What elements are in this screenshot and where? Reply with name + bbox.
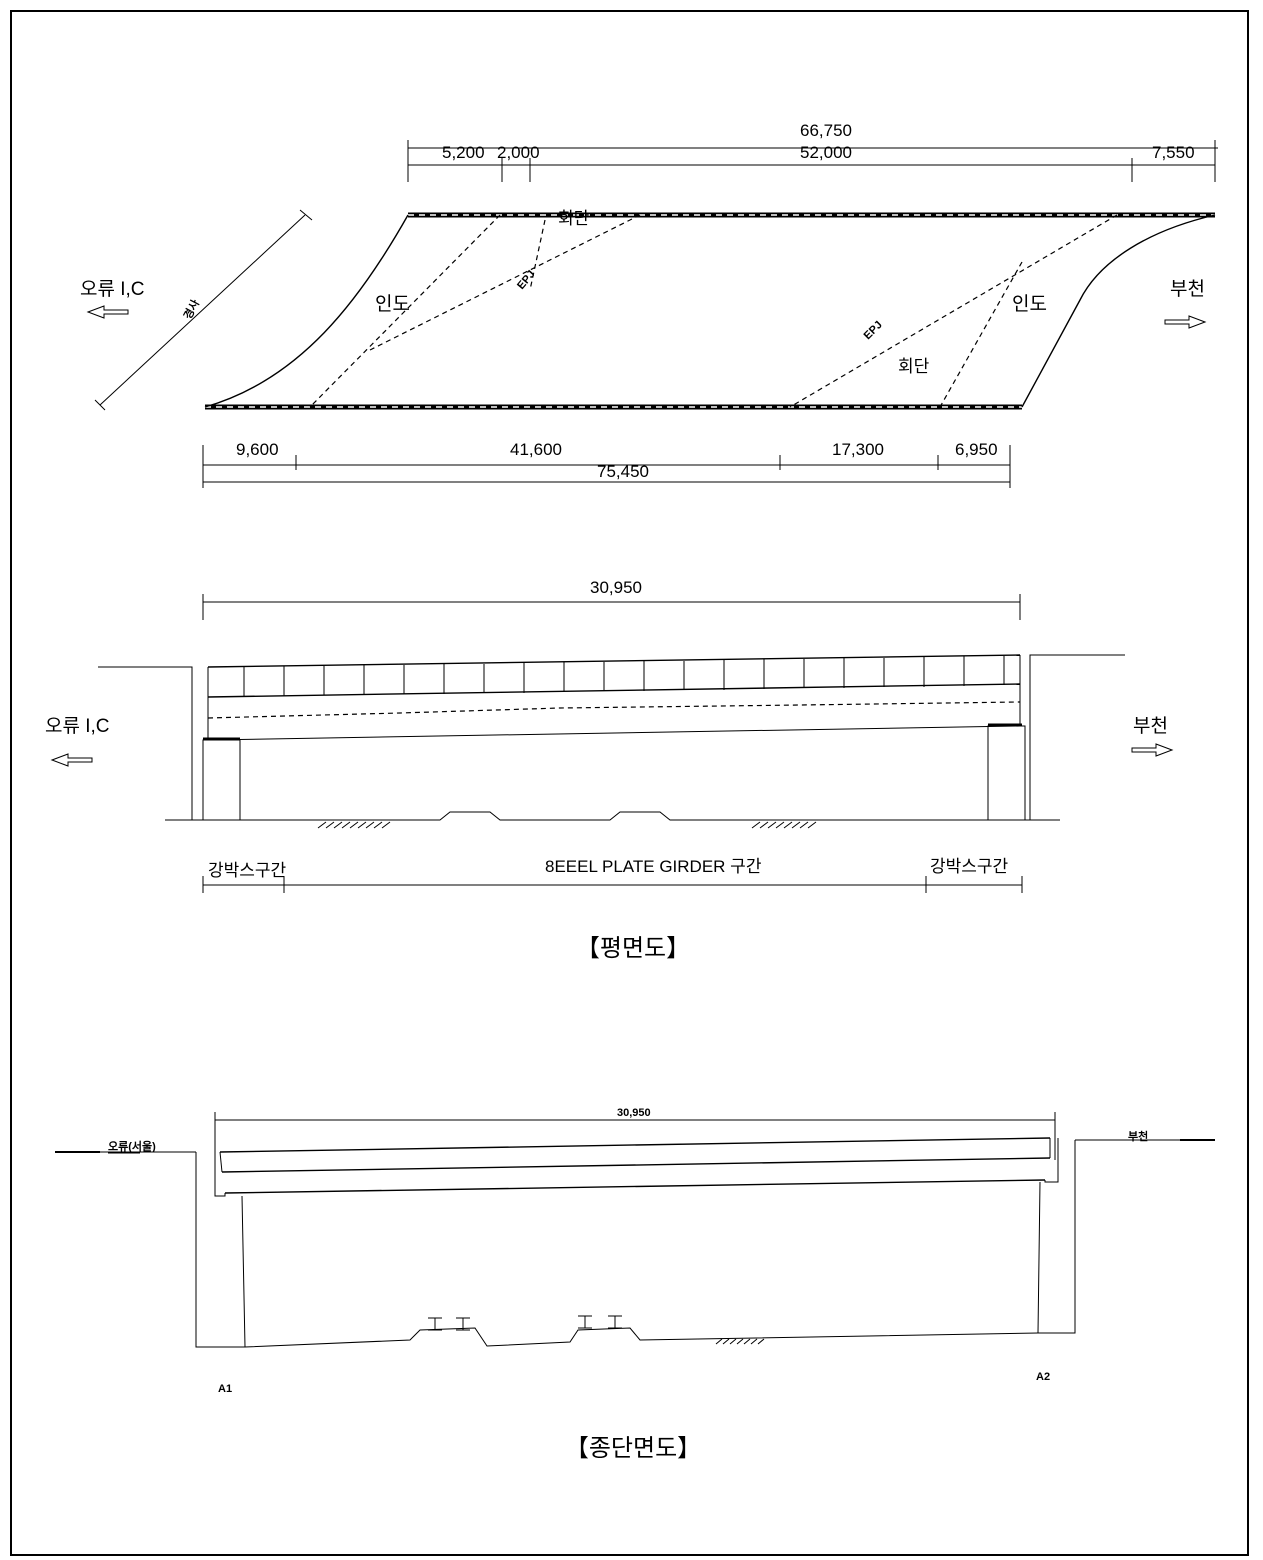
- plan-view: 5,200 2,000 66,750 52,000 7,550: [80, 121, 1218, 488]
- elevation-hatch: [317, 821, 817, 829]
- elevation-ground-left: [98, 666, 193, 820]
- elevation-abutment-left: [202, 739, 241, 821]
- profile-abutment-left: [195, 1152, 246, 1348]
- plan-top-dim-2: 2,000: [497, 143, 540, 162]
- plan-joint-right: EPJ: [862, 319, 885, 342]
- profile-span-label: 30,950: [617, 1107, 651, 1119]
- plan-right-destination: 부천: [1170, 278, 1205, 300]
- elevation-right-arrow-icon: [1131, 743, 1174, 757]
- plan-left-arrow-icon: [86, 305, 129, 319]
- plan-crosswalk-bottom: 회단: [898, 357, 930, 376]
- plan-bottom-dim-4: 6,950: [955, 440, 998, 459]
- profile-right-destination: 부천: [1128, 1129, 1148, 1143]
- elevation-left-destination: 오류 I,C: [45, 716, 110, 737]
- plan-bottom-dimensions: 9,600 41,600 17,300 6,950 75,450: [202, 440, 1011, 488]
- drawing-frame: [10, 10, 1249, 1556]
- profile-abutment-left-label: A1: [218, 1383, 232, 1395]
- elevation-middle-section-label: 8EEEL PLATE GIRDER 구간: [545, 857, 762, 876]
- elevation-left-section-label: 강박스구간: [208, 861, 287, 880]
- plan-sidewalk-right: 인도: [1012, 293, 1047, 315]
- elevation-left-arrow-icon: [50, 753, 93, 767]
- plan-left-edge: [204, 214, 409, 408]
- profile-ground: [244, 1327, 1039, 1348]
- plan-crosswalk-top: 회단: [558, 209, 590, 228]
- elevation-abutment-right: [987, 725, 1026, 821]
- plan-right-arrow-icon: [1164, 315, 1207, 329]
- plan-left-destination: 오류 I,C: [80, 279, 145, 300]
- profile-abutment-right-label: A2: [1036, 1371, 1050, 1383]
- plan-bottom-dim-total: 75,450: [597, 462, 649, 481]
- plan-top-dim-4: 7,550: [1152, 143, 1195, 162]
- elevation-section-dimensions: 강박스구간 8EEEL PLATE GIRDER 구간 강박스구간: [202, 857, 1023, 893]
- plan-top-dim-1: 5,200: [442, 143, 485, 162]
- profile-span-dimension: 30,950: [214, 1107, 1056, 1160]
- elevation-rail-posts: [243, 656, 1005, 696]
- profile-caption: 【종단면도】: [564, 1434, 702, 1462]
- plan-top-dim-total: 66,750: [800, 121, 852, 140]
- plan-caption: 【평면도】: [575, 934, 691, 962]
- plan-top-dim-3: 52,000: [800, 143, 852, 162]
- plan-dashed-lines: [309, 214, 1118, 408]
- plan-right-edge: [1021, 214, 1216, 408]
- profile-view: 30,950 오류(서울) 부천 A1 A2: [55, 1107, 1215, 1395]
- plan-bottom-dim-1: 9,600: [236, 440, 279, 459]
- elevation-span-dimension: 30,950: [202, 578, 1021, 620]
- elevation-ground: [165, 811, 1060, 821]
- plan-skew-label: 경사: [180, 296, 202, 321]
- plan-bottom-dim-3: 17,300: [832, 440, 884, 459]
- elevation-girder-line: [207, 701, 1021, 719]
- profile-hatch: [715, 1338, 765, 1345]
- profile-h-beams: [428, 1315, 622, 1331]
- plan-joint-left: EPJ: [515, 268, 538, 292]
- elevation-span-label: 30,950: [590, 578, 642, 597]
- plan-bottom-dim-2: 41,600: [510, 440, 562, 459]
- elevation-right-destination: 부천: [1133, 715, 1168, 737]
- plan-sidewalk-left: 인도: [375, 293, 410, 315]
- elevation-view: 30,950: [45, 578, 1174, 893]
- profile-abutment-right: [1037, 1140, 1076, 1334]
- elevation-ground-right: [1029, 654, 1125, 820]
- plan-top-dimensions: 5,200 2,000 66,750 52,000 7,550: [407, 121, 1218, 182]
- profile-left-destination: 오류(서울): [108, 1139, 156, 1153]
- elevation-right-section-label: 강박스구간: [930, 857, 1009, 876]
- plan-railings: [205, 212, 1215, 410]
